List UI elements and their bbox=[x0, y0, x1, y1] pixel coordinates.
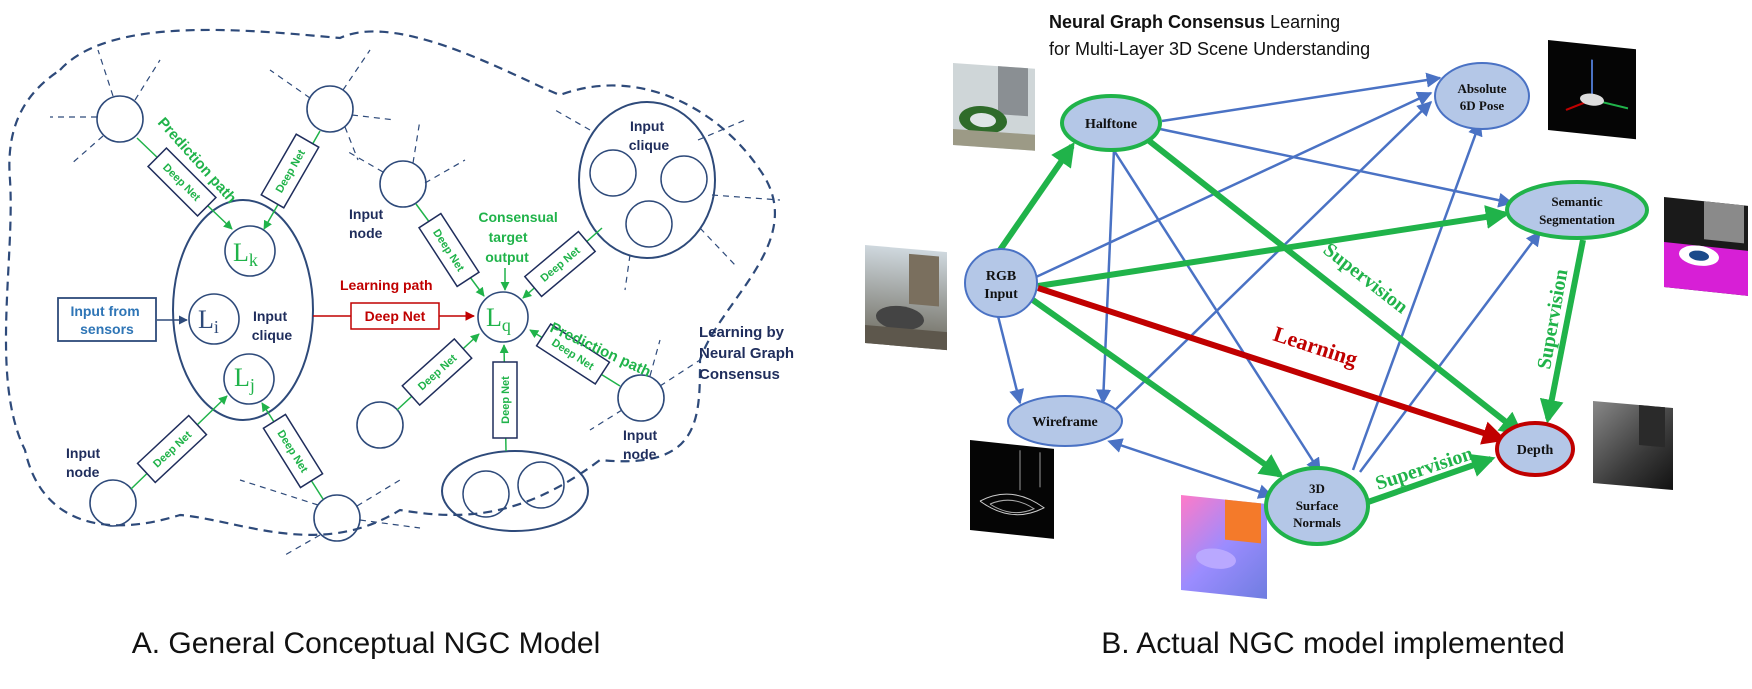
input-node-top-left bbox=[96, 95, 144, 143]
bottom-clique-node-1 bbox=[462, 470, 510, 518]
input-node-lower-middle bbox=[356, 401, 404, 449]
right-clique-node-2 bbox=[660, 155, 708, 203]
node-halftone: Halftone bbox=[1060, 94, 1162, 152]
consensual-label: Consensual target output bbox=[478, 209, 561, 265]
thumbnail-halftone bbox=[953, 62, 1035, 151]
deepnet-learning-label: Deep Net bbox=[365, 308, 426, 324]
rays-right-clique bbox=[554, 109, 781, 291]
rays-right bbox=[589, 339, 701, 431]
deepnet-box-bottom-clique: Deep Net bbox=[492, 361, 518, 439]
svg-text:Halftone: Halftone bbox=[1085, 117, 1137, 132]
ngc-label: Learning by Neural Graph Consensus bbox=[699, 324, 798, 383]
edge-wireframe-pose bbox=[1111, 100, 1433, 414]
input-node-label-right: Input node bbox=[623, 427, 661, 462]
input-node-top bbox=[306, 85, 354, 133]
thumbnail-pose bbox=[1548, 40, 1636, 140]
green-edges bbox=[997, 137, 1586, 505]
lk-label: Lk bbox=[233, 238, 258, 270]
thumbnail-normals bbox=[1181, 495, 1267, 600]
right-clique-node-3 bbox=[625, 200, 673, 248]
panel-b: Neural Graph Consensus Learning for Mult… bbox=[865, 12, 1748, 660]
edge-halftone-depth bbox=[1146, 137, 1524, 436]
right-clique-node-1 bbox=[589, 149, 637, 197]
rays-bottom-center bbox=[239, 479, 421, 556]
rays-top bbox=[269, 49, 396, 161]
edge-rgb-depth bbox=[1037, 285, 1507, 445]
thumbnail-rgb bbox=[865, 245, 947, 351]
panel-a: Lk Li Lj Input clique Input from sensors… bbox=[4, 28, 798, 660]
edge-wireframe-normals bbox=[1107, 438, 1274, 499]
thumbnail-depth bbox=[1593, 401, 1673, 490]
rays-top-left bbox=[50, 49, 161, 166]
edge-rgb-semantic bbox=[1037, 205, 1510, 289]
bottom-clique bbox=[441, 450, 589, 532]
sensors-box bbox=[57, 297, 157, 342]
input-node-middle bbox=[379, 160, 427, 208]
edge-halftone-pose bbox=[1161, 72, 1442, 123]
edge-rgb-wireframe bbox=[996, 315, 1024, 405]
deepnet-box-right-clique: Deep Net bbox=[523, 230, 597, 298]
center-clique-label: Input clique bbox=[252, 308, 293, 343]
sensors-label: Input from sensors bbox=[70, 303, 143, 337]
right-clique bbox=[578, 101, 716, 259]
thumbnail-semantic bbox=[1664, 197, 1748, 296]
lj-label: Lj bbox=[234, 363, 255, 395]
rays-middle bbox=[344, 119, 466, 184]
input-node-right bbox=[617, 374, 665, 422]
input-node-bottom-center bbox=[313, 494, 361, 542]
input-node-label-middle: Input node bbox=[349, 206, 387, 241]
edge-normals-semantic bbox=[1359, 230, 1541, 473]
supervision-label-diagonal: Supervision bbox=[1319, 239, 1412, 319]
node-li bbox=[188, 293, 240, 345]
deepnet-box-bottom-center: Deep Net bbox=[262, 413, 324, 489]
learning-label: Learning bbox=[1270, 321, 1360, 372]
node-depth: Depth bbox=[1495, 421, 1575, 477]
center-clique bbox=[172, 199, 314, 421]
blue-edges bbox=[996, 72, 1541, 499]
learning-path-label: Learning path bbox=[340, 277, 433, 293]
input-node-label-bottom-left: Input node bbox=[66, 445, 104, 480]
thumbnail-wireframe bbox=[970, 440, 1054, 539]
input-node-bottom-left bbox=[89, 479, 137, 527]
caption-b: B. Actual NGC model implemented bbox=[1101, 627, 1565, 660]
svg-text:Deep Net: Deep Net bbox=[500, 376, 512, 424]
edge-semantic-depth bbox=[1539, 239, 1586, 424]
bottom-clique-node-2 bbox=[517, 461, 565, 509]
svg-text:Wireframe: Wireframe bbox=[1032, 415, 1098, 430]
node-wireframe: Wireframe bbox=[1007, 395, 1123, 447]
deepnet-box-bottom-left: Deep Net bbox=[136, 414, 208, 484]
edge-rgb-halftone bbox=[997, 142, 1075, 252]
caption-a: A. General Conceptual NGC Model bbox=[132, 627, 601, 660]
lq-label: Lq bbox=[486, 303, 511, 335]
panel-b-subtitle: for Multi-Layer 3D Scene Understanding bbox=[1049, 39, 1370, 59]
deepnet-box-lower-middle: Deep Net bbox=[401, 337, 473, 407]
deepnet-box-learning bbox=[350, 302, 440, 330]
node-lk bbox=[224, 225, 276, 277]
deepnet-box-top: Deep Net bbox=[260, 133, 320, 209]
edge-halftone-semantic bbox=[1159, 127, 1514, 208]
edge-normals-depth bbox=[1367, 454, 1496, 505]
li-label: Li bbox=[198, 305, 219, 337]
node-lj bbox=[223, 353, 275, 405]
right-clique-label: Input clique bbox=[629, 118, 670, 153]
edge-rgb-pose bbox=[1035, 91, 1433, 279]
ngc-boundary bbox=[4, 28, 776, 536]
svg-text:Depth: Depth bbox=[1517, 443, 1554, 458]
deepnet-box-middle: Deep Net bbox=[417, 212, 481, 288]
panel-b-title: Neural Graph Consensus Learning bbox=[1049, 12, 1340, 32]
node-lq bbox=[477, 291, 529, 343]
edge-rgb-normals bbox=[1028, 295, 1284, 478]
edge-normals-pose bbox=[1351, 120, 1483, 471]
